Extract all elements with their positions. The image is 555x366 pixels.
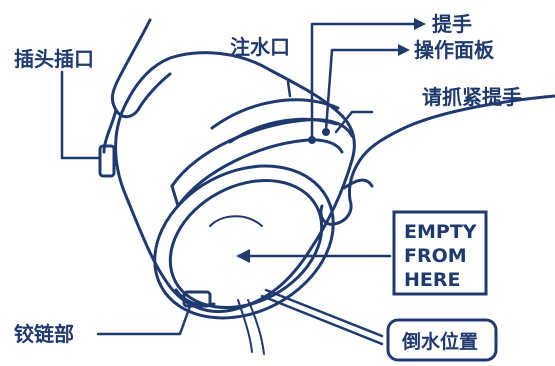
control-panel-label: 操作面板 [414,38,495,62]
empty-line-3: HERE [404,269,461,291]
arrowhead-empty [236,249,250,263]
leader-pour-2 [260,294,384,346]
leader-plug-socket [60,70,102,160]
water-inlet-label: 注水口 [230,35,290,59]
left-hand-outline [102,108,118,154]
leader-water-inlet [286,80,292,98]
leader-handle [310,22,420,140]
pour-position-box [386,318,498,362]
hinge-block [182,290,212,308]
pour-position-label: 倒水位置 [401,330,478,353]
arrowhead-handle [414,18,426,30]
handle-label: 提手 [432,12,472,36]
lid-top-arc [210,98,340,130]
right-hand-outline [319,158,362,226]
plug-socket-label: 插头插口 [14,47,94,71]
empty-line-2: FROM [404,245,467,267]
leader-hinge [96,304,192,336]
right-hand-finger [342,178,374,190]
hinge-label: 铰链部 [14,322,74,346]
pot-opening-outer [153,164,335,320]
water-stream-2 [247,299,265,355]
plug-socket-block [98,144,116,178]
right-arm-outline [358,94,555,162]
arrowhead-control-panel [398,44,410,56]
empty-from-here-box [392,210,488,296]
grip-handle-label: 请抓紧提手 [422,85,522,109]
leader-pour-1 [264,288,384,338]
leader-grip-handle [334,110,374,134]
water-swirl [209,215,263,227]
water-stream [237,299,253,353]
handle-end [170,184,180,208]
body-outline [114,51,356,313]
handle-inner [176,138,344,208]
pot-opening-inner [168,178,324,310]
left-arm-outline [110,18,172,119]
leader-control-panel [324,48,404,132]
empty-line-1: EMPTY [404,221,477,243]
